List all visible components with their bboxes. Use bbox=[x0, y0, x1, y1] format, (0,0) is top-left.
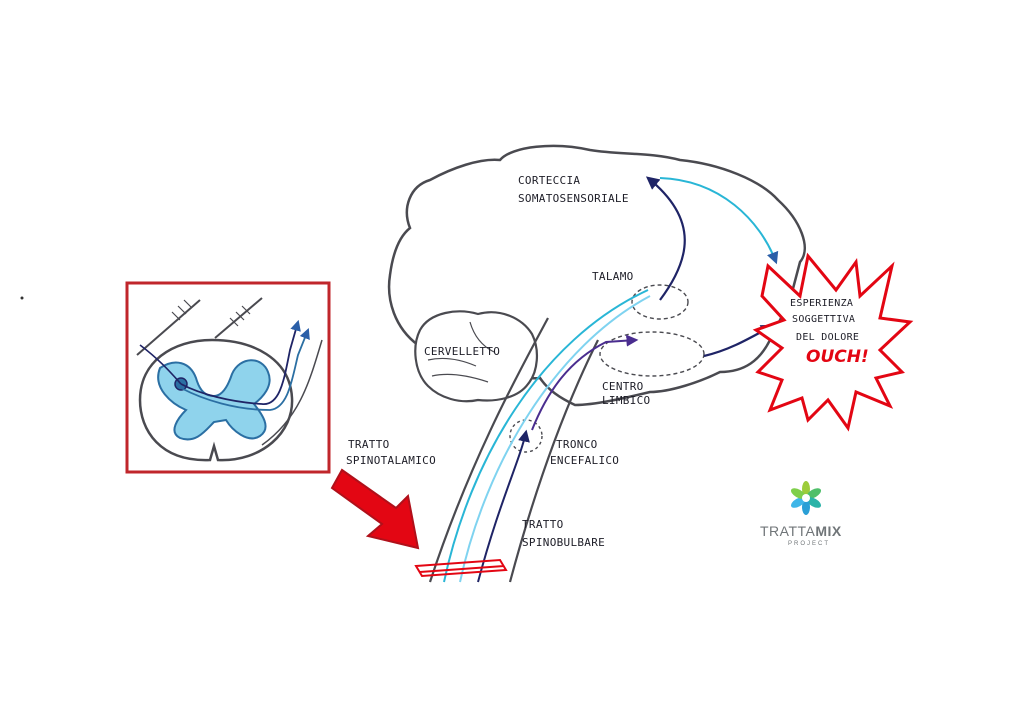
pain-experience-line1: ESPERIENZA bbox=[790, 298, 853, 309]
spinobulbar-label-line2: SPINOBULBARE bbox=[522, 536, 605, 549]
stray-mark bbox=[20, 296, 24, 300]
crossing-fiber-2 bbox=[180, 327, 310, 411]
afferent-fiber bbox=[139, 344, 182, 385]
ouch-label: OUCH! bbox=[806, 347, 869, 367]
root-hatching-left bbox=[171, 299, 193, 321]
spinothalamic-label-line1: TRATTO bbox=[348, 438, 390, 451]
crossing-fiber bbox=[180, 319, 301, 405]
logo-flower-icon bbox=[790, 481, 822, 515]
thalamus-ellipse bbox=[631, 284, 689, 320]
logo-subtitle: PROJECT bbox=[788, 541, 830, 547]
trattamix-logo: TRATTAMIX PROJECT bbox=[760, 481, 842, 547]
cerebellum-folds bbox=[427, 321, 495, 383]
burst-star bbox=[752, 252, 914, 432]
pathways bbox=[443, 176, 779, 583]
logo-name-light: TRATTA bbox=[760, 523, 816, 539]
brainstem-to-limbic bbox=[531, 334, 639, 431]
limbic-label-line2: LIMBICO bbox=[602, 394, 650, 407]
dorsal-root-right bbox=[214, 297, 263, 339]
spinothalamic-tract-1 bbox=[443, 289, 649, 583]
thalamus-label: TALAMO bbox=[592, 270, 634, 283]
spinothalamic-label-line2: SPINOTALAMICO bbox=[346, 454, 436, 467]
spinothalamic-tract-2 bbox=[459, 295, 651, 583]
cortex-to-experience bbox=[659, 177, 779, 265]
limbic-ellipse bbox=[599, 331, 705, 377]
pain-experience-line2: SOGGETTIVA bbox=[792, 314, 855, 325]
spinobulbar-tract bbox=[477, 429, 530, 583]
brainstem-label-line2: ENCEFALICO bbox=[550, 454, 619, 467]
thalamus-to-cortex bbox=[645, 176, 686, 301]
red-section-marker bbox=[414, 558, 508, 578]
red-pointer-arrow bbox=[330, 468, 420, 550]
logo-name-bold: MIX bbox=[815, 523, 842, 539]
pain-experience-line3: DEL DOLORE bbox=[796, 332, 859, 343]
cortex-label-line1: CORTECCIA bbox=[518, 174, 580, 187]
spinal-cord-inset bbox=[125, 281, 331, 474]
cerebellum bbox=[414, 310, 538, 403]
cerebellum-label: CERVELLETTO bbox=[424, 345, 500, 358]
brainstem-label-line1: TRONCO bbox=[556, 438, 598, 451]
brainstem-left-edge bbox=[428, 317, 549, 583]
cortex-label-line2: SOMATOSENSORIALE bbox=[518, 192, 629, 205]
pain-burst bbox=[752, 252, 914, 432]
spinobulbar-label-line1: TRATTO bbox=[522, 518, 564, 531]
logo-wordmark: TRATTAMIX bbox=[760, 523, 842, 539]
cord-lateral-line bbox=[261, 339, 323, 446]
brainstem-right-edge bbox=[508, 339, 599, 583]
limbic-label-line1: CENTRO bbox=[602, 380, 644, 393]
brain bbox=[387, 144, 806, 583]
root-hatching-right bbox=[229, 305, 251, 327]
dorsal-root-left bbox=[136, 299, 201, 356]
